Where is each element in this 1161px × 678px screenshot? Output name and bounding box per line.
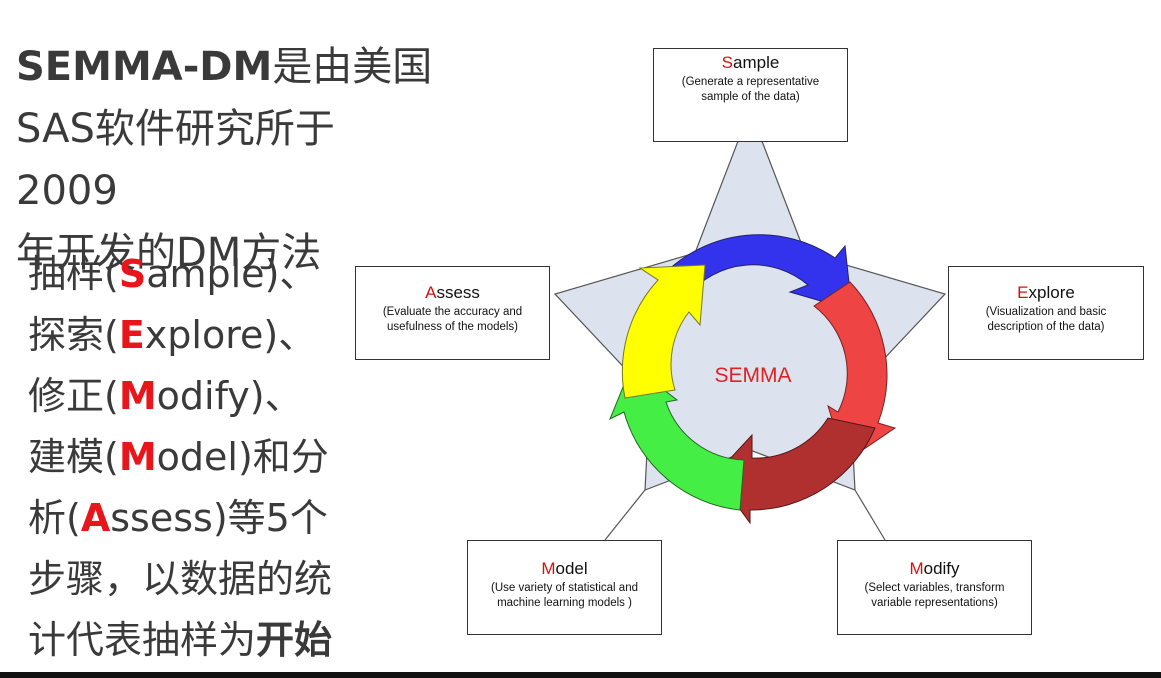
step-prefix: 探索( — [28, 313, 119, 357]
stage-title-rest: odel — [555, 559, 588, 578]
step-rest: ssess)等5个 — [110, 496, 328, 540]
step-prefix: 抽样( — [28, 252, 119, 296]
star-tip-model — [604, 489, 646, 541]
stage-title-rest: xplore — [1028, 283, 1075, 302]
stage-title-first-letter: M — [541, 559, 556, 578]
semma-cycle-graphic: SEMMA — [553, 108, 947, 541]
stage-desc-sample: (Generate a representative sample of the… — [654, 75, 847, 105]
stage-box-explore: Explore (Visualization and basic descrip… — [948, 266, 1144, 360]
arrow-sample — [662, 234, 853, 311]
step-letter: A — [80, 496, 111, 540]
intro-title: SEMMA-DM是由美国 SAS软件研究所于2009 年开发的DM方法 — [16, 36, 436, 284]
bottom-rule — [0, 672, 1161, 678]
stage-title-sample: Sample — [654, 53, 847, 73]
step-line-7-normal: 计代表抽样为 — [28, 618, 257, 662]
stage-desc-assess: (Evaluate the accuracy and usefulness of… — [356, 305, 549, 335]
stage-title-first-letter: E — [1017, 283, 1029, 302]
stage-desc-line: sample of the data) — [701, 91, 800, 103]
stage-desc-model: (Use variety of statistical and machine … — [468, 581, 661, 611]
stage-desc-line: usefulness of the models) — [386, 321, 519, 333]
stage-title-explore: Explore — [949, 283, 1143, 303]
stage-desc-line: machine learning models ) — [497, 597, 632, 609]
arrow-modify — [714, 417, 876, 525]
stage-desc-modify: (Select variables, transform variable re… — [838, 581, 1031, 611]
stage-title-rest: ssess — [436, 283, 480, 302]
step-rest: odify)、 — [156, 374, 303, 418]
stage-title-first-letter: A — [425, 283, 437, 302]
stage-title-rest: ample — [733, 53, 780, 72]
stage-box-sample: Sample (Generate a representative sample… — [653, 48, 848, 142]
center-label: SEMMA — [714, 364, 791, 387]
intro-title-line-2: SAS软件研究所于2009 — [16, 106, 335, 214]
stage-title-modify: Modify — [838, 559, 1031, 579]
star-tip-modify — [854, 489, 886, 541]
stage-desc-line: description of the data) — [987, 321, 1105, 333]
step-line-explore: 探索(Explore)、 — [28, 305, 373, 366]
stage-desc-line: (Visualization and basic — [985, 306, 1107, 318]
step-line-6: 步骤，以数据的统 — [28, 557, 333, 601]
semma-diagram: SEMMA Sample (Generate a representative … — [340, 30, 1161, 650]
step-line-7-bold: 开始 — [256, 618, 333, 662]
stage-desc-line: variable representations) — [871, 597, 998, 609]
stage-title-first-letter: S — [721, 53, 734, 72]
stage-desc-line: (Generate a representative — [681, 76, 820, 88]
stage-desc-explore: (Visualization and basic description of … — [949, 305, 1143, 335]
step-line-model: 建模(Model)和分 — [28, 427, 373, 488]
arrow-assess — [621, 264, 706, 399]
step-letter: M — [118, 374, 157, 418]
step-prefix: 析( — [28, 496, 81, 540]
step-line-sample: 抽样(Sample)、 — [28, 244, 373, 305]
step-rest: ample)、 — [146, 252, 318, 296]
method-name: SEMMA-DM — [16, 44, 273, 90]
stage-desc-line: (Evaluate the accuracy and — [382, 306, 523, 318]
step-line-assess: 析(Assess)等5个 — [28, 488, 373, 549]
step-rest: xplore)、 — [144, 313, 317, 357]
stage-box-model: Model (Use variety of statistical and ma… — [467, 540, 662, 635]
step-letter: M — [118, 435, 157, 479]
stage-box-assess: Assess (Evaluate the accuracy and useful… — [355, 266, 550, 360]
intro-title-line-1-rest: 是由美国 — [272, 44, 433, 90]
stage-title-first-letter: M — [909, 559, 924, 578]
step-letter: E — [118, 313, 145, 357]
stage-title-model: Model — [468, 559, 661, 579]
stage-desc-line: (Use variety of statistical and — [490, 582, 638, 594]
step-line-7: 计代表抽样为开始 — [28, 610, 373, 671]
stage-title-rest: odify — [923, 559, 960, 578]
step-rest: odel)和分 — [156, 435, 329, 479]
step-letter: S — [118, 252, 147, 296]
intro-title-line-1: SEMMA-DM是由美国 — [16, 36, 436, 98]
stage-desc-line: (Select variables, transform — [864, 582, 1005, 594]
intro-title-line-3: 年开发的DM方法 — [16, 230, 322, 276]
steps-description: 抽样(Sample)、 探索(Explore)、 修正(Modify)、 建模(… — [28, 244, 373, 671]
stage-title-assess: Assess — [356, 283, 549, 303]
step-prefix: 修正( — [28, 374, 119, 418]
step-line-modify: 修正(Modify)、 — [28, 366, 373, 427]
stage-box-modify: Modify (Select variables, transform vari… — [837, 540, 1032, 635]
arrow-model — [609, 364, 745, 511]
step-prefix: 建模( — [28, 435, 119, 479]
